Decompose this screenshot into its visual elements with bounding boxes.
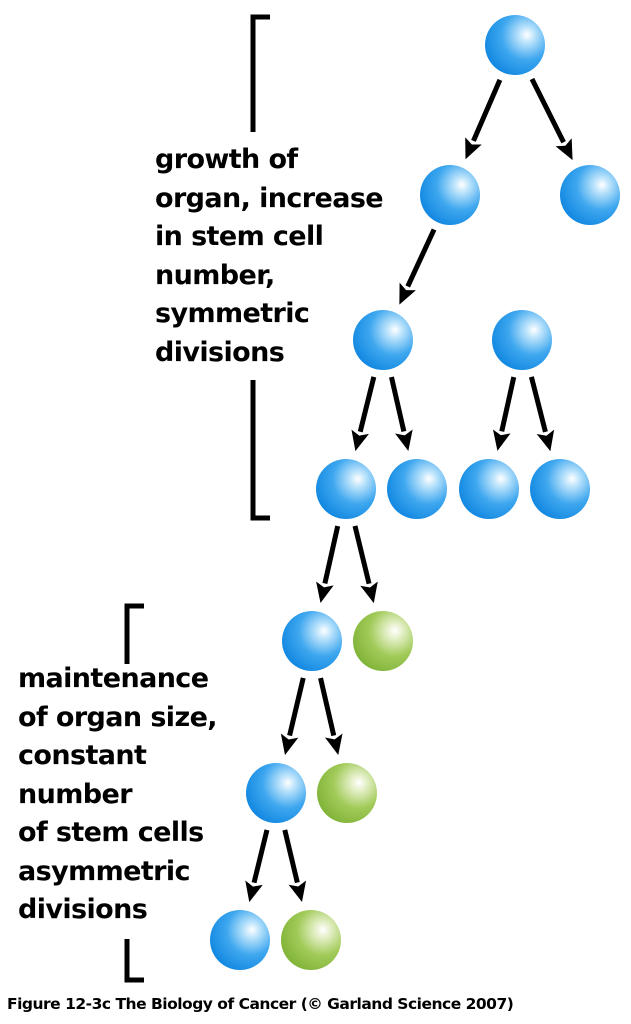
division-arrow [351, 376, 377, 452]
stem-cell [246, 763, 306, 823]
brackets [124, 14, 270, 983]
label-line: organ, increase [155, 182, 384, 214]
differentiated-cell [317, 763, 377, 823]
label-line: divisions [18, 894, 148, 925]
differentiated-cell [281, 910, 341, 970]
growth-phase-bracket [250, 14, 270, 521]
label-line: of organ size, [18, 701, 218, 733]
label-line: number, [155, 259, 275, 291]
stem-cell [420, 165, 480, 225]
stem-cell [530, 459, 590, 519]
division-arrow [280, 677, 306, 756]
label-line: in stem cell [155, 221, 324, 252]
label-line: maintenance [18, 663, 209, 694]
stem-cell [560, 165, 620, 225]
growth-phase-label: growth of organ, increase in stem cell numb… [155, 141, 384, 372]
stem-cell [485, 15, 545, 75]
label-line: number [18, 778, 133, 810]
division-arrow [465, 78, 503, 160]
division-arrow [318, 677, 343, 755]
division-arrow [316, 525, 341, 603]
maintenance-phase-bracket [124, 603, 144, 983]
stem-cell [316, 459, 376, 519]
stem-cell [282, 611, 342, 671]
division-arrow [352, 525, 378, 604]
label-line: constant [18, 740, 147, 771]
label-line: growth of [155, 144, 298, 175]
label-line: of stem cells [18, 817, 204, 848]
stem-cell [353, 310, 413, 370]
cells [210, 15, 620, 970]
division-arrow [282, 829, 307, 903]
stem-cell [492, 310, 552, 370]
figure-caption: Figure 12-3c The Biology of Cancer (© Ga… [7, 995, 514, 1013]
division-arrow [399, 228, 437, 305]
label-line: symmetric [155, 298, 310, 329]
differentiated-cell [353, 611, 413, 671]
division-arrow [245, 829, 270, 903]
division-arrow [389, 376, 413, 451]
maintenance-phase-label: maintenance of organ size, constant number o… [18, 660, 218, 930]
division-arrow [529, 77, 573, 161]
label-line: divisions [155, 336, 285, 368]
division-arrow [528, 376, 555, 452]
division-arrow [492, 376, 517, 451]
stem-cell [210, 910, 270, 970]
stem-cell [387, 459, 447, 519]
stem-cell [459, 459, 519, 519]
label-line: asymmetric [18, 855, 191, 887]
division-arrows [245, 77, 573, 903]
